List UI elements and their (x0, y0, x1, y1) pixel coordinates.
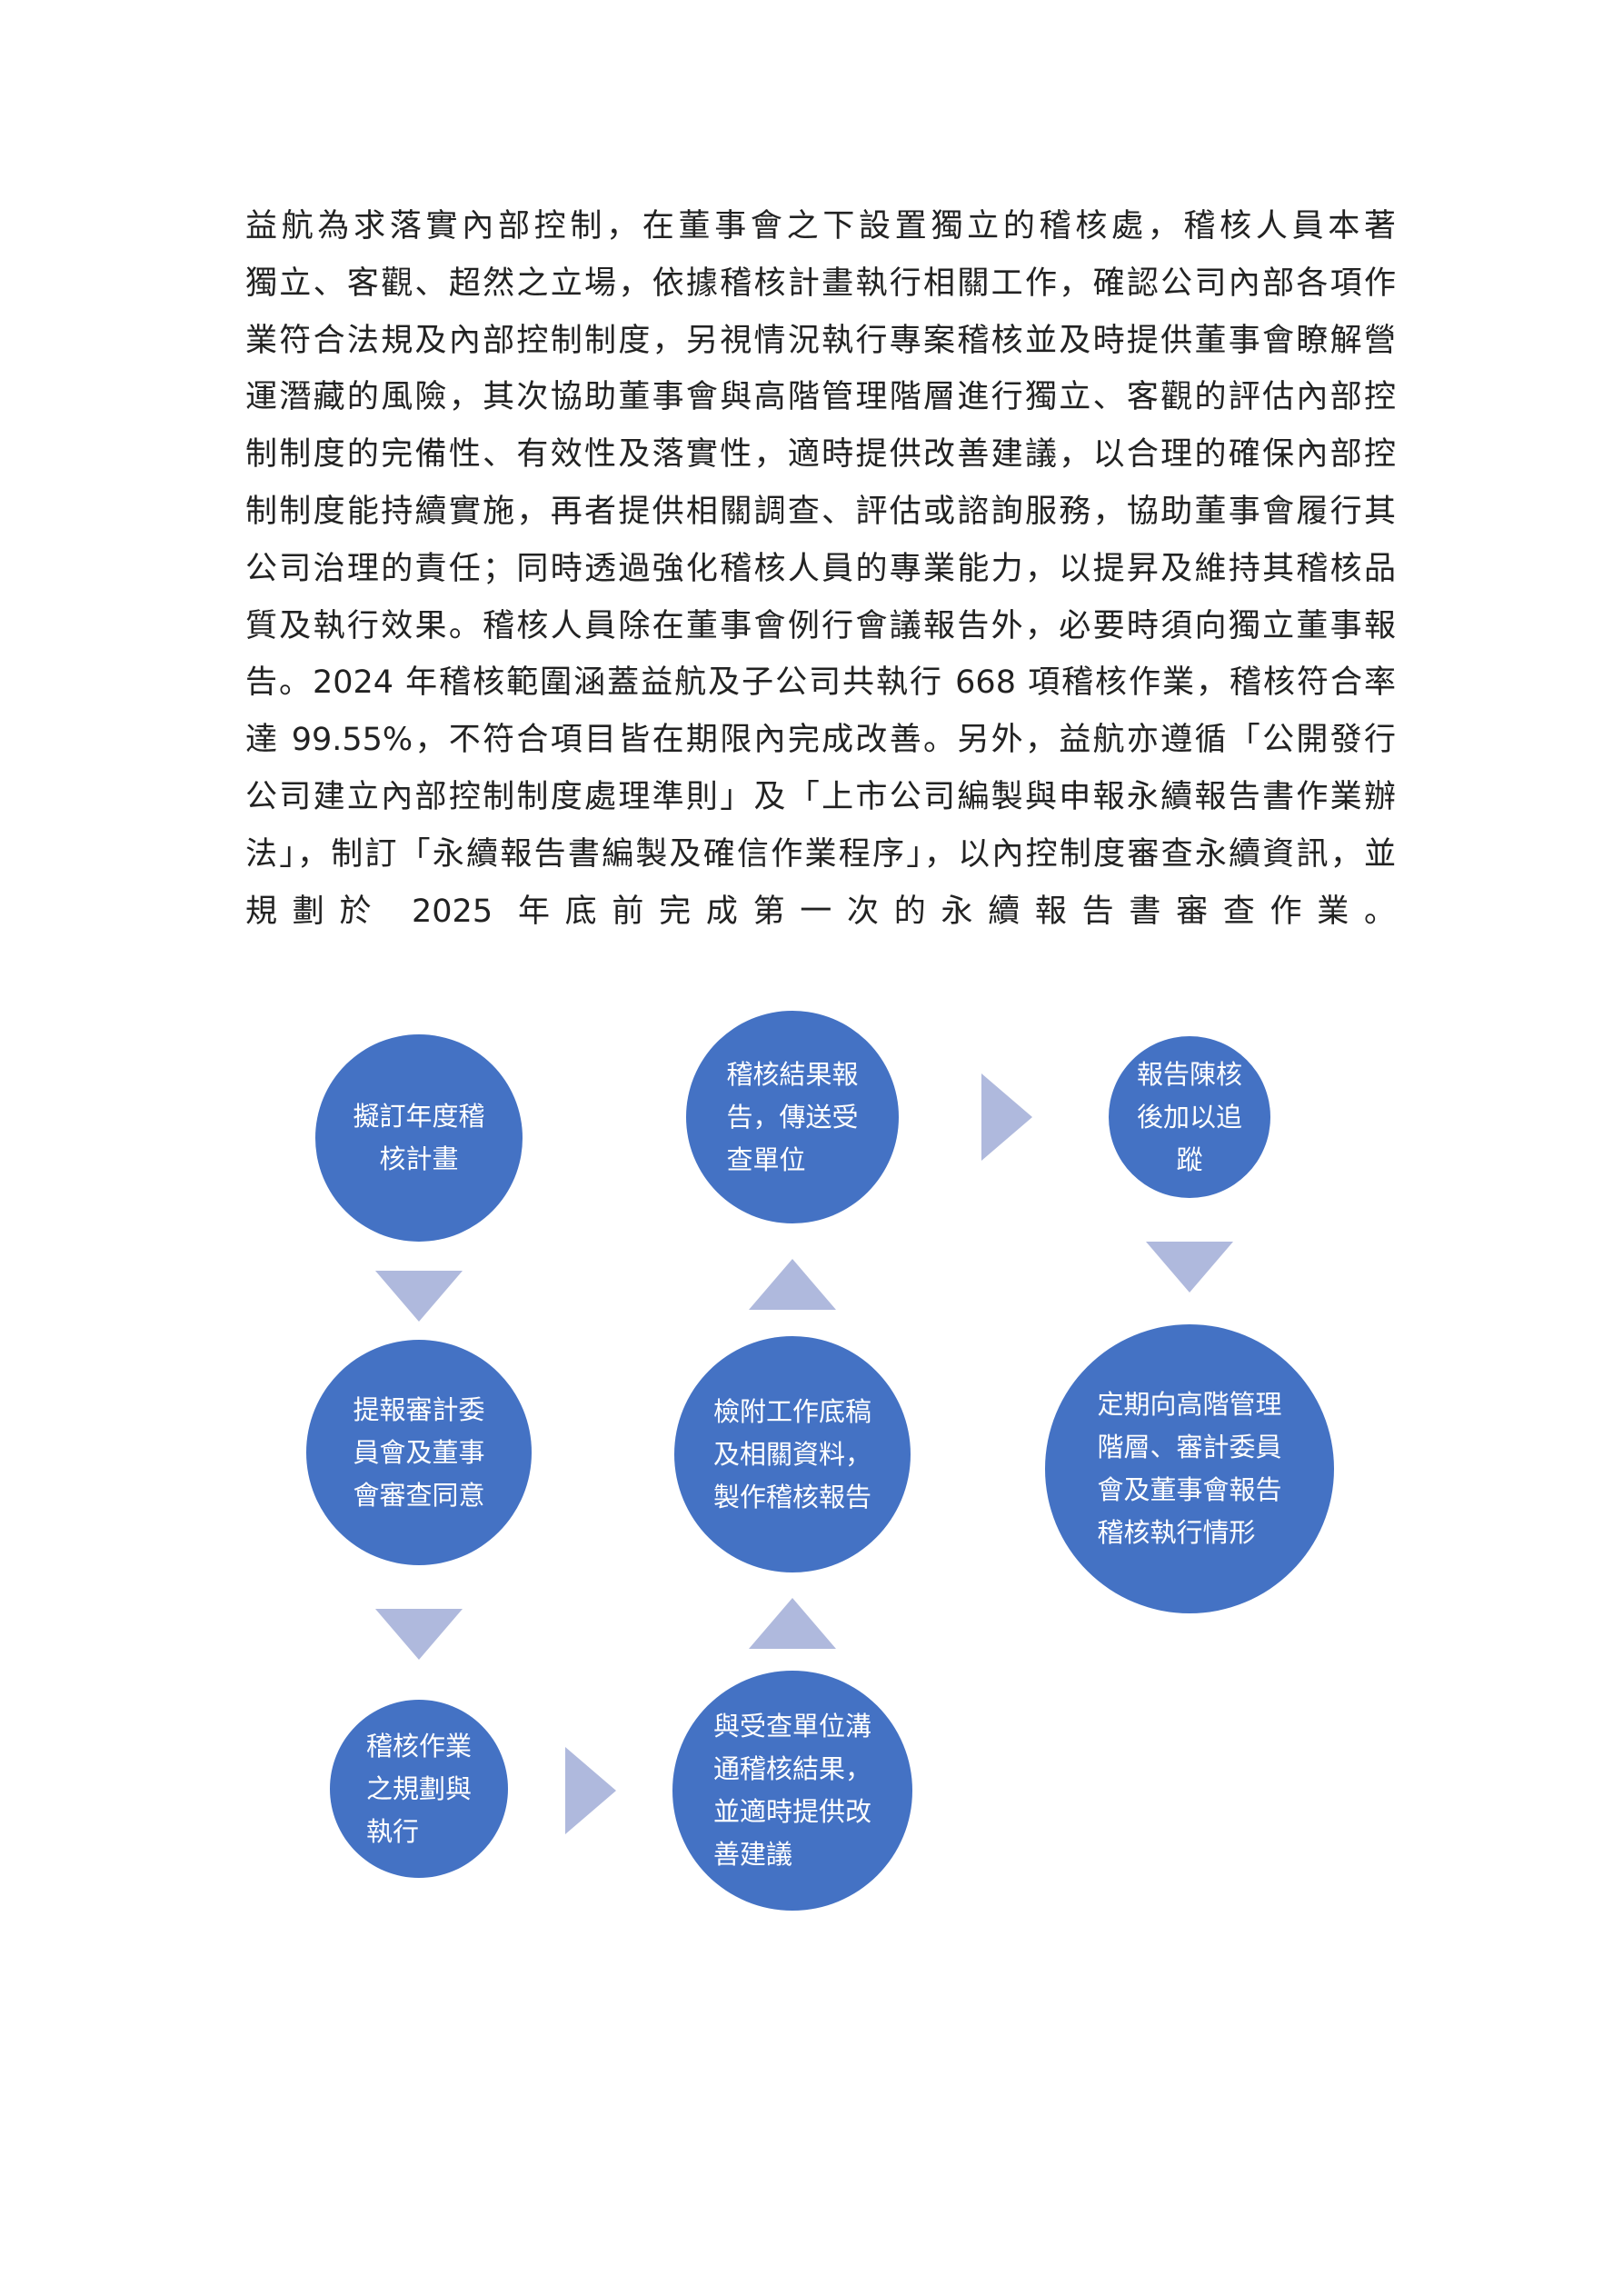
step-text: 告，傳送受 (726, 1101, 859, 1133)
step-text: 定期向高階管理 (1097, 1389, 1282, 1420)
arrow-down-icon (1146, 1242, 1233, 1293)
step-text: 核計畫 (379, 1143, 459, 1174)
step-text: 並適時提供改 (712, 1796, 871, 1827)
step-text: 及相關資料， (712, 1438, 871, 1470)
paragraph-line: 公司治理的責任；同時透過強化稽核人員的專業能力，以提昇及維持其稽核品 (245, 550, 1396, 587)
paragraph-line: 告。2024 年稽核範圍涵蓋益航及子公司共執行 668 項稽核作業，稽核符合率 (245, 664, 1396, 702)
paragraph-line: 質及執行效果。稽核人員除在董事會例行會議報告外，必要時須向獨立董事報 (245, 607, 1396, 644)
paragraph-line: 制制度的完備性、有效性及落實性，適時提供改善建議，以合理的確保內部控 (245, 436, 1396, 474)
step-text: 提報審計委 (353, 1393, 485, 1425)
audit-description-paragraph: 益航為求落實內部控制，在董事會之下設置獨立的稽核處，稽核人員本著 獨立、客觀、超… (245, 198, 1396, 940)
step-follow-up: 報告陳核後加以追蹤 (1109, 1036, 1270, 1198)
step-text: 通稽核結果， (712, 1753, 871, 1784)
step-text: 報告陳核 (1136, 1058, 1242, 1090)
paragraph-line: 益航為求落實內部控制，在董事會之下設置獨立的稽核處，稽核人員本著 (245, 208, 1396, 245)
step-text: 檢附工作底稿 (712, 1395, 871, 1427)
step-text: 執行 (365, 1815, 419, 1847)
step-text: 蹤 (1176, 1143, 1203, 1175)
paragraph-line: 法」，制訂「永續報告書編製及確信作業程序」，以內控制度審查永續資訊，並 (245, 835, 1396, 873)
paragraph-line: 制制度能持續實施，再者提供相關調查、評估或諮詢服務，協助董事會履行其 (245, 493, 1396, 530)
paragraph-line: 業符合法規及內部控制制度，另視情況執行專案稽核並及時提供董事會瞭解營 (245, 322, 1396, 359)
step-text: 之規劃與 (365, 1772, 472, 1804)
step-text: 與受查單位溝 (712, 1711, 871, 1742)
step-text: 會及董事會報告 (1097, 1474, 1282, 1505)
arrow-right-icon (981, 1073, 1032, 1161)
step-submit-committee-approval: 提報審計委員會及董事會審查同意 (306, 1340, 532, 1565)
paragraph-line: 運潛藏的風險，其次協助董事會與高階管理階層進行獨立、客觀的評估內部控 (245, 379, 1396, 416)
step-text: 製作稽核報告 (712, 1481, 871, 1512)
step-text: 稽核結果報 (726, 1058, 859, 1090)
step-text: 稽核作業 (365, 1730, 472, 1762)
step-audit-planning-execution: 稽核作業之規劃與執行 (330, 1700, 508, 1878)
paragraph-line: 獨立、客觀、超然之立場，依據稽核計畫執行相關工作，確認公司內部各項作 (245, 265, 1396, 302)
step-text: 擬訂年度稽 (353, 1101, 485, 1132)
step-periodic-reporting: 定期向高階管理階層、審計委員會及董事會報告稽核執行情形 (1045, 1324, 1334, 1613)
step-text: 查單位 (726, 1143, 806, 1175)
step-prepare-audit-report: 檢附工作底稿及相關資料， 製作稽核報告 (674, 1336, 911, 1572)
paragraph-line: 公司建立內部控制制度處理準則」及「上市公司編製與申報永續報告書作業辦 (245, 778, 1396, 815)
step-text: 階層、審計委員 (1097, 1432, 1282, 1462)
arrow-right-icon (565, 1747, 616, 1834)
arrow-up-icon (749, 1598, 836, 1649)
step-communicate-results: 與受查單位溝通稽核結果， 並適時提供改善建議 (672, 1671, 912, 1911)
arrow-down-icon (375, 1271, 463, 1322)
step-text: 稽核執行情形 (1097, 1517, 1256, 1548)
step-text: 員會及董事 (353, 1436, 485, 1468)
step-annual-audit-plan: 擬訂年度稽核計畫 (315, 1034, 523, 1242)
paragraph-line: 規劃於 2025 年底前完成第一次的永續報告書審查作業。 (245, 893, 1396, 930)
arrow-up-icon (749, 1259, 836, 1310)
arrow-down-icon (375, 1609, 463, 1660)
step-text: 會審查同意 (353, 1479, 485, 1511)
paragraph-line: 達 99.55%，不符合項目皆在期限內完成改善。另外，益航亦遵循「公開發行 (245, 722, 1396, 759)
step-text: 後加以追 (1136, 1101, 1242, 1133)
step-send-audit-report: 稽核結果報告，傳送受查單位 (686, 1011, 899, 1223)
step-text: 善建議 (712, 1839, 792, 1870)
